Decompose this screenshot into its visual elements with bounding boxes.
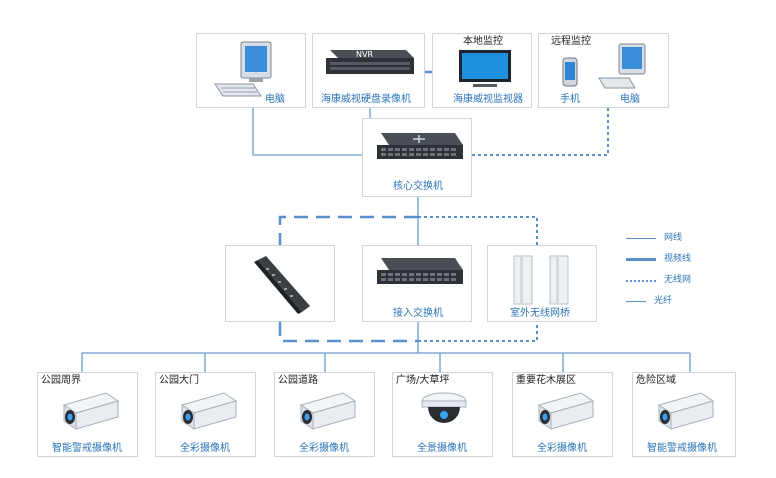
nvr-node: NVR 海康威视硬盘录像机	[312, 33, 425, 108]
legend-label: 网线	[664, 233, 683, 243]
access-switch-node: 接入交换机	[362, 245, 472, 322]
camera-node: 广场/大草坪 全景摄像机	[392, 372, 493, 457]
legend-label: 视频线	[664, 254, 692, 264]
bullet-camera-icon	[537, 392, 595, 430]
camera-area: 公园大门	[159, 375, 199, 386]
camera-node: 公园周界 智能警戒摄像机	[37, 372, 138, 457]
camera-type: 全彩摄像机	[180, 443, 230, 454]
legend-swatch	[626, 301, 646, 302]
camera-area: 广场/大草坪	[396, 375, 450, 386]
desktop-computer-icon	[214, 41, 272, 97]
legend-item-video-cable: 视频线	[626, 254, 716, 266]
legend-item-fiber: 光纤	[626, 296, 716, 308]
wireless-bridge-node: 室外无线网桥	[487, 245, 597, 322]
access-switch-label: 接入交换机	[393, 308, 443, 319]
monitor-screen-icon	[459, 50, 511, 87]
legend-swatch	[626, 280, 656, 282]
camera-type: 全彩摄像机	[537, 443, 587, 454]
wireless-bridge-icon	[513, 255, 569, 305]
camera-type: 全景摄像机	[417, 443, 467, 454]
legend-item-network-cable: 网线	[626, 233, 716, 245]
nvr-badge: NVR	[356, 50, 373, 59]
mobile-phone-icon	[562, 57, 578, 87]
camera-area: 危险区域	[636, 375, 676, 386]
legend-swatch	[626, 238, 656, 239]
core-switch-node: 核心交换机	[362, 118, 472, 197]
camera-node: 公园道路 全彩摄像机	[274, 372, 375, 457]
camera-node: 危险区域 智能警戒摄像机	[632, 372, 736, 457]
bullet-camera-icon	[62, 392, 120, 430]
nvr-recorder-icon: NVR	[326, 50, 414, 74]
camera-area: 重要花木展区	[516, 375, 576, 386]
network-switch-icon	[377, 133, 463, 159]
pc-label: 电脑	[265, 94, 285, 105]
fiber-module-icon	[254, 256, 310, 314]
local-monitor-node: 本地监控 海康威视监视器	[432, 33, 532, 108]
legend-label: 光纤	[654, 296, 673, 306]
legend-swatch	[626, 258, 656, 261]
camera-type: 智能警戒摄像机	[647, 443, 717, 454]
nvr-label: 海康威视硬盘录像机	[321, 94, 411, 105]
fiber-transceiver-node	[225, 245, 335, 322]
camera-node: 公园大门 全彩摄像机	[155, 372, 256, 457]
camera-area: 公园道路	[278, 375, 318, 386]
bullet-camera-icon	[657, 392, 715, 430]
camera-area: 公园周界	[41, 375, 81, 386]
local-monitor-title: 本地监控	[463, 36, 503, 47]
dome-camera-icon	[421, 392, 467, 423]
remote-monitor-node: 远程监控 手机 电脑	[538, 33, 669, 108]
legend-label: 无线网	[664, 275, 692, 285]
pc-node: 电脑	[196, 33, 306, 108]
phone-label: 手机	[560, 94, 580, 105]
core-switch-label: 核心交换机	[393, 181, 443, 192]
bullet-camera-icon	[180, 392, 238, 430]
bullet-camera-icon	[299, 392, 357, 430]
camera-type: 智能警戒摄像机	[52, 443, 122, 454]
wireless-bridge-label: 室外无线网桥	[510, 308, 570, 319]
legend-item-wireless: 无线网	[626, 275, 716, 287]
remote-pc-label: 电脑	[620, 94, 640, 105]
camera-type: 全彩摄像机	[299, 443, 349, 454]
network-switch-icon	[377, 258, 463, 284]
camera-node: 重要花木展区 全彩摄像机	[512, 372, 613, 457]
desktop-computer-icon	[598, 43, 646, 89]
remote-monitor-title: 远程监控	[551, 36, 591, 47]
local-monitor-label: 海康威视监视器	[453, 94, 523, 105]
